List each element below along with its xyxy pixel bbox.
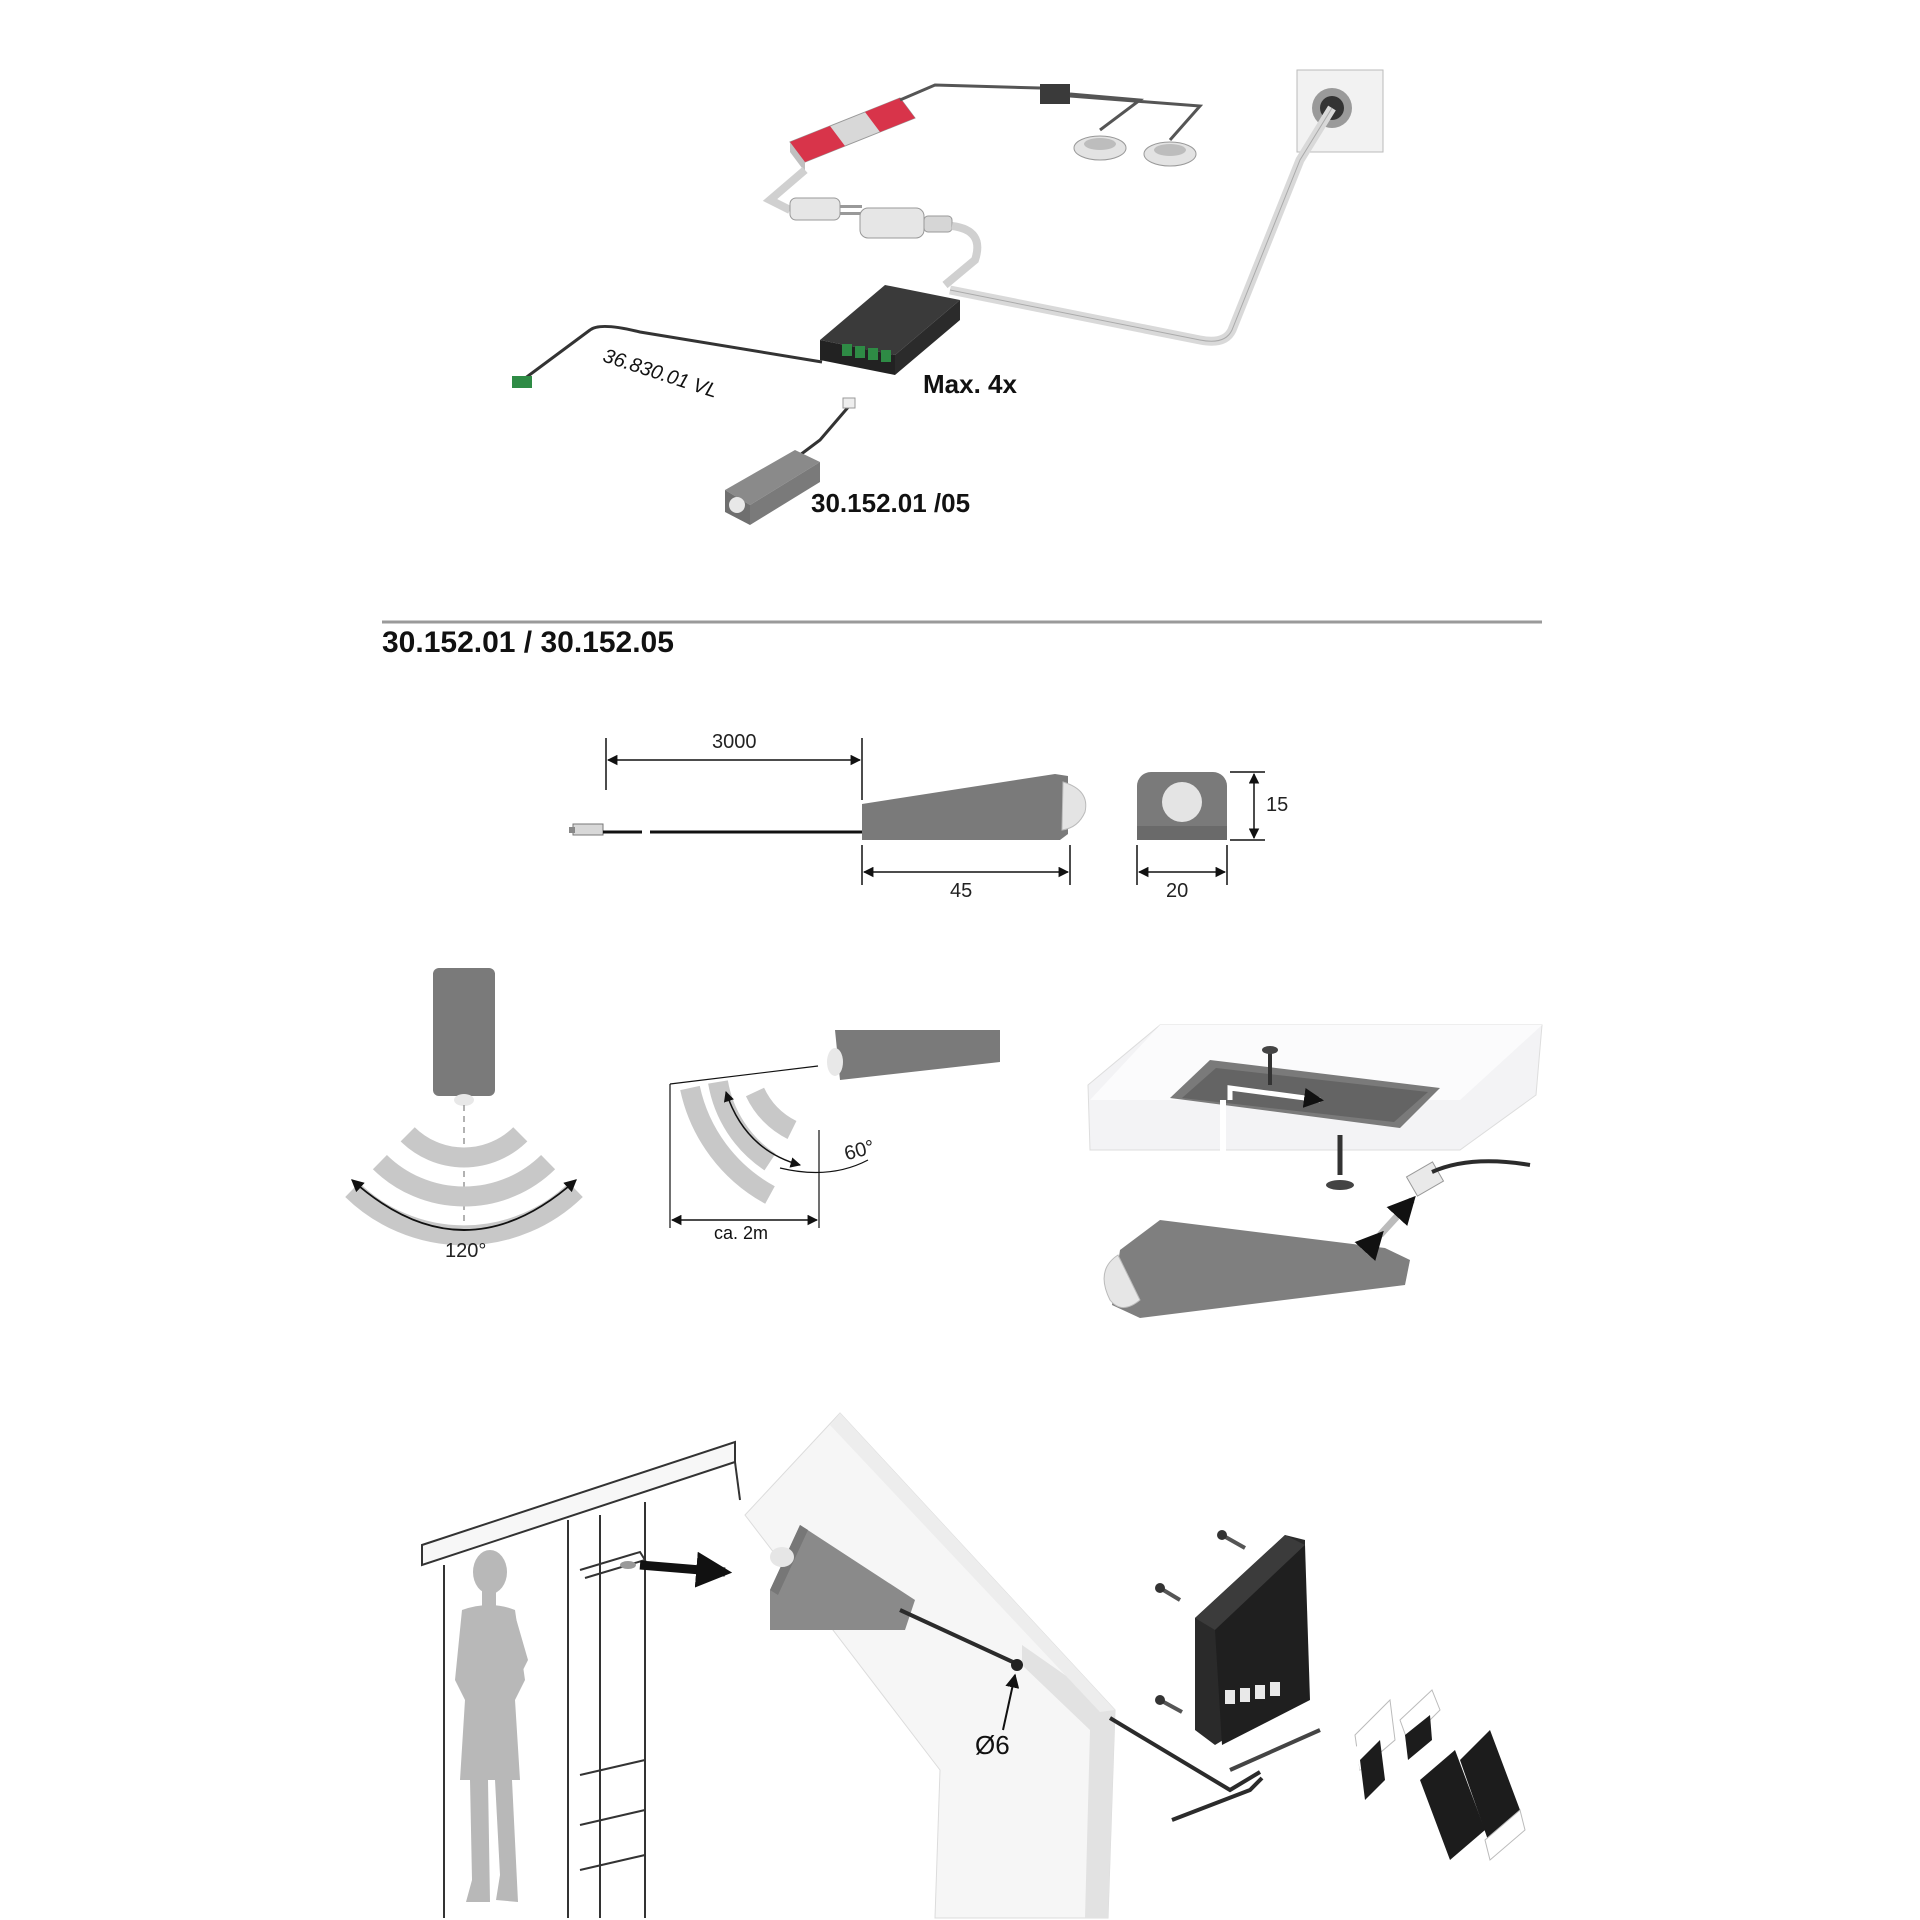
- wave-1: [400, 1126, 528, 1168]
- led-driver: [789, 97, 916, 172]
- sensor-top: [433, 968, 495, 1096]
- driver-output-cable: [899, 83, 1041, 102]
- detection-side-view: [669, 1030, 1000, 1228]
- screw-b: [1155, 1583, 1182, 1602]
- dimension-drawing: [569, 738, 1265, 885]
- plug-female: [859, 207, 953, 239]
- pointer-arrow: [639, 1551, 733, 1588]
- wave-3: [345, 1182, 583, 1246]
- screw-a: [1217, 1530, 1246, 1550]
- connector-cable: [1431, 1159, 1531, 1174]
- screw-c: [1155, 1695, 1183, 1714]
- connector-plug: [1405, 1161, 1445, 1197]
- section-title: 30.152.01 / 30.152.05: [382, 626, 674, 659]
- wave-2: [372, 1154, 556, 1207]
- mounting-exploded-view: [1087, 1024, 1543, 1318]
- sensor-front-view: [1137, 772, 1227, 840]
- puck-light-1: [1073, 135, 1127, 161]
- sensor-side: [835, 1030, 1000, 1080]
- detection-top-view: [345, 968, 583, 1246]
- adhesive-pads: [1354, 1689, 1526, 1861]
- wiring-overview: [512, 69, 1384, 525]
- dim-width: 20: [1166, 880, 1189, 902]
- cabinet-corner: [744, 1412, 1116, 1919]
- plug-male: [789, 197, 862, 221]
- mains-cable: [949, 105, 1336, 346]
- controller-box: [1195, 1535, 1310, 1745]
- person-silhouette: [455, 1550, 528, 1902]
- sensor-body: [1103, 1220, 1410, 1318]
- installed-sensor: [770, 1525, 915, 1630]
- sensor-module: [725, 450, 820, 525]
- dim-height: 15: [1266, 794, 1289, 816]
- screw-2: [1326, 1135, 1354, 1190]
- angle-arc-120: [351, 1179, 577, 1231]
- mini-sensor: [620, 1561, 636, 1569]
- screw-1: [1262, 1046, 1278, 1085]
- cable-connector: [512, 376, 532, 388]
- control-hub: [820, 285, 960, 375]
- dim-body-length: 45: [950, 880, 973, 902]
- sensor-extension-cable: [519, 325, 823, 384]
- dim-cable-length: 3000: [712, 731, 757, 753]
- puck-light-2: [1143, 141, 1197, 167]
- range-label: ca. 2m: [714, 1223, 769, 1243]
- installation-scene: [421, 1412, 1526, 1919]
- cable-connector-small: [569, 823, 604, 836]
- angle-arc-60: [723, 1091, 802, 1168]
- sensor-code-label: 30.152.01 /05: [811, 488, 971, 518]
- wardrobe: [421, 1440, 741, 1918]
- angle-120-label: 120°: [445, 1240, 487, 1262]
- cable-hole: [1011, 1659, 1023, 1671]
- sensor-side-view: [862, 774, 1068, 840]
- hole-diameter-label: Ø6: [975, 1730, 1010, 1760]
- max-count-label: Max. 4x: [923, 369, 1017, 399]
- splitter: [1040, 84, 1070, 104]
